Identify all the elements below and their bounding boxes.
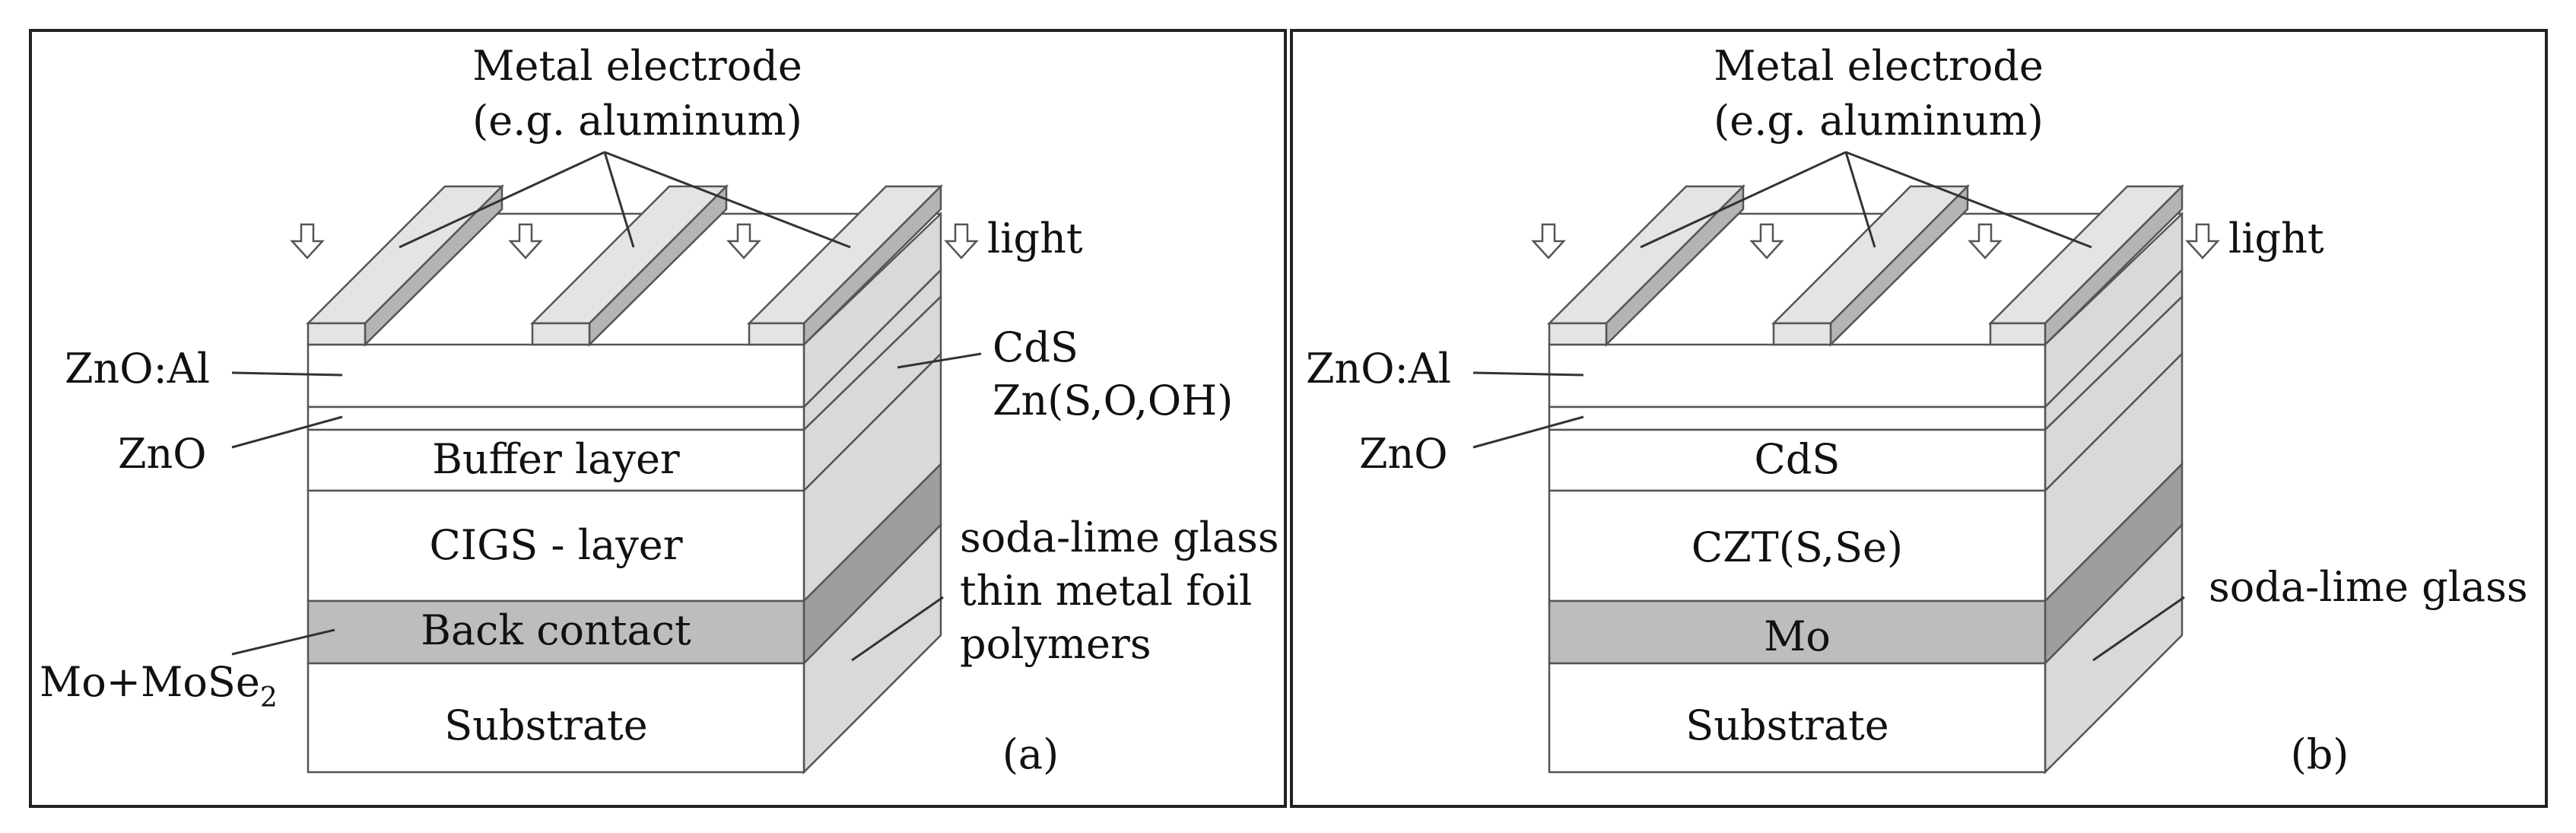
panel-b-electrode-1-front [1548,322,1608,346]
panel-b-layer-substrate [1548,662,2047,774]
panel-b-electrode-title: Metal electrode [1714,42,2044,90]
panel-b-label-zno: ZnO [1359,430,1448,478]
panel-a-label-cds: CdS [993,323,1078,371]
light-arrow-icon [290,223,325,259]
panel-a-layer-substrate [307,662,805,774]
panel-a-layer-label-buffer: Buffer layer [432,435,680,483]
panel-b-layer-label-absorber: CZT(S,Se) [1691,523,1903,571]
panel-a-label-metal-foil: thin metal foil [960,567,1252,615]
panel-a-label-zno: ZnO [118,430,207,478]
panel-a-leaders [231,151,982,662]
panel-b-electrode-3-front [1989,322,2047,346]
panel-a-layer-absorber [307,489,805,602]
panel-a-label-zn-s-o-oh: Zn(S,O,OH) [993,377,1233,424]
panel-a-electrode-title: Metal electrode [472,42,802,90]
panel-a-label-zno-al: ZnO:Al [65,345,210,393]
panel-b-layer-zno [1548,405,2047,431]
panel-b-layer-label-mo: Mo [1764,612,1831,660]
panel-a-layer-label-absorber: CIGS - layer [429,521,682,569]
panel-a-frame [29,29,1287,808]
panel-b-layer-zno-al [1548,343,2047,409]
light-arrow-icon [944,223,979,259]
panel-a-light-label: light [987,215,1083,262]
panel-a-front-faces [307,343,805,774]
panel-b-label-soda-lime: soda-lime glass [2209,563,2528,611]
panel-a-layer-label-contact: Back contact [421,606,691,654]
panel-b-side-faces [2044,211,2184,775]
panel-b-electrode-2-front [1772,322,1832,346]
panel-a-electrode-2-front [531,322,591,346]
panel-b-tag: (b) [2291,730,2349,778]
panel-b-leaders [1472,151,2185,662]
panel-b-light-label: light [2228,215,2324,262]
panel-b-front-faces [1548,343,2047,774]
panel-a-label-polymers: polymers [960,620,1151,668]
panel-b-layer-label-cds: CdS [1755,435,1841,483]
light-arrow-icon [1531,223,1566,259]
panel-b-layer-absorber [1548,489,2047,602]
panel-a-layer-label-substrate: Substrate [444,701,647,749]
light-arrow-icon [1968,223,2003,259]
light-arrow-icon [2185,223,2220,259]
panel-b-layer-cds [1548,428,2047,492]
panel-b-electrode-subtitle: (e.g. aluminum) [1714,97,2044,145]
panel-b-layer-label-substrate: Substrate [1685,701,1888,749]
panel-b-frame [1290,29,2548,808]
light-arrow-icon [726,223,761,259]
panel-a-electrode-3-front [748,322,805,346]
panel-b-electrodes [1546,183,2185,347]
light-arrow-icon [508,223,543,259]
panel-a-label-soda-lime: soda-lime glass [960,513,1279,561]
panel-a-light-arrows [290,223,979,259]
light-arrow-icon [1749,223,1784,259]
panel-a-layer-buffer [307,428,805,492]
panel-a: Metal electrode (e.g. aluminum) light Zn… [29,29,1287,808]
panel-a-electrode-1-front [307,322,367,346]
panel-a-electrodes [305,183,944,347]
panel-a-layer-zno-al [307,343,805,409]
panel-a-electrode-subtitle: (e.g. aluminum) [472,97,802,145]
panel-a-label-back-contact: Mo+MoSe2 [40,658,278,714]
panel-a-tag: (a) [1002,730,1059,778]
panel-b-label-zno-al: ZnO:Al [1306,345,1451,393]
panel-a-layer-zno [307,405,805,431]
panel-b-light-arrows [1531,223,2220,259]
panel-a-layer-contact [307,599,805,665]
panel-b: Metal electrode (e.g. aluminum) light Zn… [1290,29,2548,808]
